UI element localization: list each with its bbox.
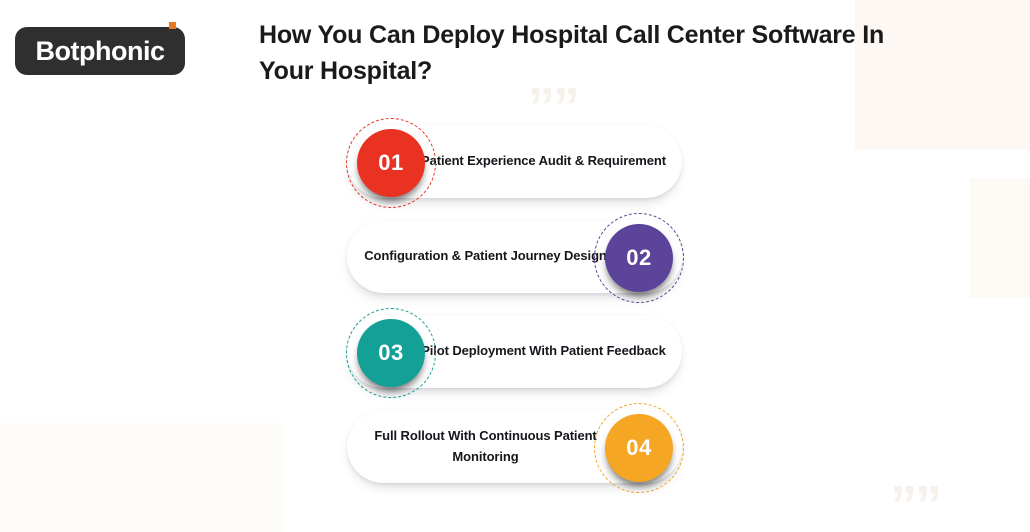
- dashed-ring-icon: [346, 118, 436, 208]
- step-badge[interactable]: 04: [594, 403, 684, 493]
- page-title: How You Can Deploy Hospital Call Center …: [259, 21, 885, 85]
- logo-accent-dot-icon: [169, 22, 176, 29]
- step-circle: 04: [605, 414, 673, 482]
- step-badge[interactable]: 02: [594, 213, 684, 303]
- logo[interactable]: Botphonic: [15, 22, 185, 75]
- step-number: 02: [626, 245, 652, 270]
- step-label: Pilot Deployment With Patient Feedback: [421, 343, 666, 359]
- dashed-ring-icon: [594, 403, 684, 493]
- step-label: Configuration & Patient Journey Design: [364, 248, 607, 264]
- step-badge[interactable]: 01: [346, 118, 436, 208]
- header: Botphonic How You Can Deploy Hospital Ca…: [0, 0, 1030, 100]
- step-circle: 02: [605, 224, 673, 292]
- step-number: 01: [378, 150, 404, 175]
- step-number: 03: [378, 340, 404, 365]
- logo-text: Botphonic: [35, 35, 165, 66]
- dashed-ring-icon: [346, 308, 436, 398]
- steps-list: Patient Experience Audit & Requirement 0…: [0, 118, 1030, 498]
- step-label: Patient Experience Audit & Requirement: [421, 153, 666, 169]
- step-label: Full Rollout With Continuous Patient Mon…: [374, 428, 597, 464]
- step-circle: 03: [357, 319, 425, 387]
- step-row: Full Rollout With Continuous Patient Mon…: [0, 403, 1030, 498]
- step-badge[interactable]: 03: [346, 308, 436, 398]
- step-row: Pilot Deployment With Patient Feedback 0…: [0, 308, 1030, 403]
- dashed-ring-icon: [594, 213, 684, 303]
- step-circle: 01: [357, 129, 425, 197]
- step-row: Patient Experience Audit & Requirement 0…: [0, 118, 1030, 213]
- step-number: 04: [626, 435, 652, 460]
- step-row: Configuration & Patient Journey Design 0…: [0, 213, 1030, 308]
